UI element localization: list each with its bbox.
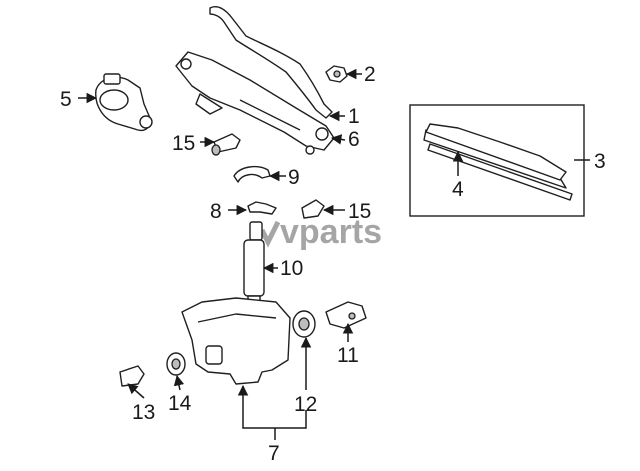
tank-grommet — [166, 352, 186, 376]
watermark-logo: vparts — [259, 213, 382, 251]
nut — [325, 65, 348, 83]
washer-tank — [181, 297, 291, 385]
callout-5: 5 — [60, 88, 72, 111]
clip — [247, 201, 277, 215]
callout-15-lower: 15 — [348, 200, 371, 223]
level-switch — [119, 365, 145, 387]
watermark-text: vparts — [280, 213, 382, 251]
callout-14: 14 — [168, 392, 192, 415]
callout-10: 10 — [280, 257, 303, 280]
callout-4: 4 — [452, 178, 464, 201]
callout-12: 12 — [294, 393, 317, 416]
callout-2: 2 — [364, 63, 376, 86]
seal-cap — [233, 165, 271, 183]
callout-11: 11 — [337, 344, 359, 367]
washer-pump — [243, 221, 265, 307]
level-sensor — [325, 301, 367, 329]
callout-1: 1 — [348, 105, 360, 128]
callout-9: 9 — [288, 166, 300, 189]
callout-3: 3 — [594, 150, 606, 173]
callout-13: 13 — [132, 401, 155, 424]
grommet-lower — [301, 199, 325, 219]
grommet-upper — [211, 133, 241, 156]
callout-7: 7 — [268, 442, 280, 465]
callout-15-upper: 15 — [172, 132, 195, 155]
wiper-linkage — [175, 51, 335, 155]
wiper-blade-box — [409, 104, 585, 217]
wiper-arm — [209, 6, 333, 119]
callout-8: 8 — [210, 200, 222, 223]
wiper-motor — [95, 73, 153, 132]
leader-lines — [78, 68, 590, 440]
callout-6: 6 — [348, 128, 360, 151]
hose-grommet — [292, 310, 316, 338]
